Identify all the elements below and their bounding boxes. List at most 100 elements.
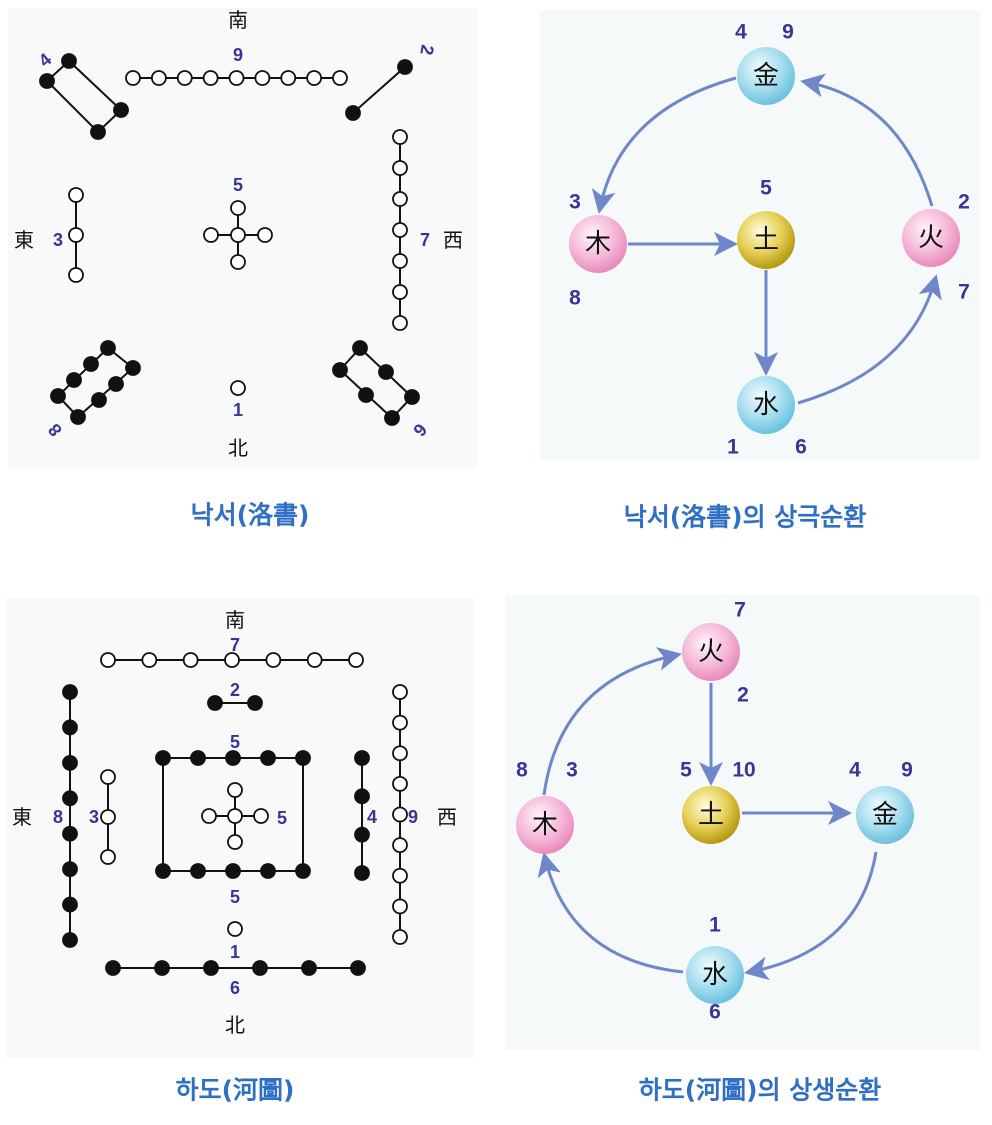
yin-dot: [50, 388, 66, 404]
hetu-pattern-7: [100, 652, 364, 668]
yang-dot: [100, 652, 116, 668]
luoshu-pattern-6: [332, 340, 420, 426]
yin-dot: [100, 340, 116, 356]
yang-dot: [201, 808, 217, 824]
yang-dot: [280, 70, 297, 86]
yang-dot: [227, 834, 243, 850]
yin-dot: [247, 695, 263, 711]
yang-dot: [392, 867, 408, 884]
luoshu-pattern-9: [125, 70, 348, 86]
luoshu-pattern-1: [230, 380, 246, 396]
luoshu-number-7: 7: [420, 230, 430, 250]
yin-dot: [62, 825, 78, 842]
arrow-metal-to-water: [744, 851, 878, 981]
yang-dot: [230, 227, 246, 243]
luoshu-pattern-8: [50, 340, 141, 425]
yang-dot: [392, 806, 408, 823]
yin-dot: [301, 960, 317, 976]
yang-dot: [392, 222, 408, 238]
luoshu-cycle-caption: 낙서(洛書)의 상극순환: [624, 503, 867, 532]
luoshu-metal-number-a: 4: [735, 21, 747, 44]
yin-dot: [66, 372, 82, 388]
hetu-east-label: 東: [12, 805, 32, 829]
yin-dot: [350, 960, 366, 976]
yin-dot: [190, 750, 206, 766]
yang-dot: [100, 849, 116, 865]
hetu-pattern-1: [227, 921, 243, 937]
hetu-pattern-9: [392, 684, 408, 945]
luoshu-west-label: 西: [443, 228, 463, 252]
luoshu-pattern-3: [68, 187, 84, 283]
hetu-fire-node: [682, 623, 740, 681]
yang-dot: [224, 652, 240, 668]
hetu-earth-number-b: 10: [732, 759, 755, 782]
hetu-metal-char: 金: [872, 800, 898, 830]
luoshu-fire-node: [902, 209, 960, 267]
yang-dot: [254, 70, 271, 86]
hetu-number-4: 4: [367, 807, 377, 827]
hetu-fire-number-a: 7: [734, 599, 746, 622]
yin-dot: [155, 750, 171, 766]
hetu-metal-node: [856, 786, 914, 844]
hetu-pattern-8: [62, 684, 78, 948]
yang-dot: [141, 652, 158, 668]
yang-dot: [100, 809, 116, 825]
hetu-panel: [5, 598, 475, 1058]
yin-dot: [260, 750, 276, 766]
yang-dot: [306, 652, 323, 668]
yang-dot: [227, 808, 243, 824]
hetu-number-5-top: 5: [230, 732, 240, 752]
yin-dot: [62, 754, 78, 771]
yin-dot: [90, 124, 106, 140]
yin-dot: [83, 356, 99, 372]
yin-dot: [125, 360, 141, 376]
hetu-pattern-6: [105, 960, 366, 976]
yang-dot: [227, 921, 243, 937]
yang-dot: [176, 70, 193, 86]
yang-dot: [257, 227, 273, 243]
luoshu-earth-node: [737, 211, 795, 269]
luoshu-water-node: [737, 376, 795, 434]
yin-dot: [70, 409, 86, 425]
yin-dot: [295, 863, 311, 879]
yang-dot: [265, 652, 282, 668]
hetu-pattern-10-square: [155, 750, 311, 879]
yin-dot: [225, 750, 241, 766]
luoshu-north-label: 北: [228, 436, 248, 460]
yin-dot: [62, 896, 78, 913]
yin-dot: [252, 960, 268, 976]
yang-dot: [392, 315, 408, 331]
hetu-number-9: 9: [408, 807, 418, 827]
hetu-number-3: 3: [89, 807, 99, 827]
luoshu-earth-char: 土: [753, 225, 779, 255]
yang-dot: [68, 267, 84, 283]
yang-dot: [332, 70, 348, 86]
arrow-metal-to-wood: [591, 76, 737, 214]
luoshu-number-2: 2: [416, 43, 437, 56]
yin-dot: [354, 750, 370, 766]
yang-dot: [230, 200, 246, 216]
yin-dot: [108, 376, 124, 392]
yin-dot: [61, 53, 77, 69]
luoshu-fire-char: 火: [918, 223, 944, 253]
yang-dot: [392, 775, 408, 792]
yin-dot: [295, 750, 311, 766]
yang-dot: [392, 837, 408, 854]
yin-dot: [378, 364, 394, 380]
luoshu-south-label: 南: [228, 8, 248, 32]
hetu-number-1: 1: [230, 942, 240, 962]
yin-dot: [154, 960, 170, 976]
yang-dot: [203, 227, 219, 243]
yang-dot: [392, 929, 408, 945]
hetu-west-label: 西: [437, 805, 457, 829]
hetu-water-node: [686, 946, 744, 1004]
yang-dot: [230, 380, 246, 396]
hetu-dot-patterns: [62, 652, 408, 976]
hetu-pattern-3: [100, 769, 116, 865]
hetu-cycle-caption: 하도(河圖)의 상생순환: [639, 1076, 882, 1105]
hetu-number-5-bottom: 5: [230, 887, 240, 907]
yin-dot: [155, 863, 171, 879]
hetu-number-7: 7: [230, 635, 240, 655]
